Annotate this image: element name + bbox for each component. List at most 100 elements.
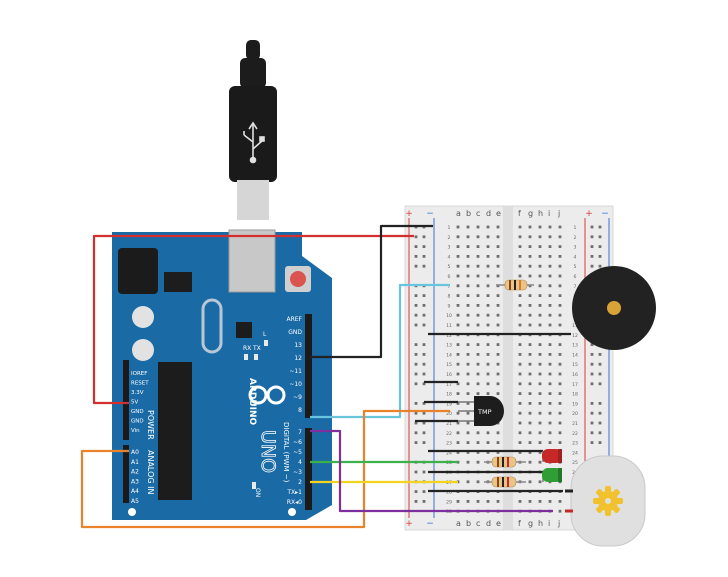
- breadboard-hole[interactable]: [466, 392, 470, 395]
- breadboard-hole[interactable]: [496, 392, 500, 395]
- breadboard-hole[interactable]: [518, 313, 522, 317]
- breadboard-hole[interactable]: [528, 255, 532, 258]
- rail-hole[interactable]: [590, 431, 594, 435]
- rail-hole[interactable]: [590, 353, 594, 356]
- breadboard-hole[interactable]: [466, 402, 470, 405]
- breadboard-hole[interactable]: [466, 235, 470, 239]
- breadboard-hole[interactable]: [528, 451, 532, 454]
- breadboard-hole[interactable]: [476, 451, 480, 454]
- led-red[interactable]: [542, 449, 562, 463]
- breadboard-hole[interactable]: [486, 431, 490, 435]
- rail-hole[interactable]: [422, 402, 426, 405]
- breadboard-hole[interactable]: [528, 225, 532, 229]
- usb-cable[interactable]: [229, 40, 277, 220]
- breadboard-hole[interactable]: [538, 500, 542, 503]
- breadboard-hole[interactable]: [558, 245, 562, 248]
- rail-hole[interactable]: [414, 411, 418, 415]
- breadboard-hole[interactable]: [548, 343, 552, 346]
- breadboard-hole[interactable]: [466, 480, 470, 484]
- breadboard-hole[interactable]: [496, 372, 500, 376]
- breadboard-hole[interactable]: [558, 323, 562, 327]
- breadboard-hole[interactable]: [558, 362, 562, 366]
- breadboard-hole[interactable]: [456, 255, 460, 258]
- breadboard-hole[interactable]: [538, 460, 542, 464]
- breadboard-hole[interactable]: [456, 294, 460, 297]
- rail-hole[interactable]: [414, 343, 418, 346]
- breadboard-hole[interactable]: [558, 441, 562, 444]
- breadboard-hole[interactable]: [558, 255, 562, 258]
- rail-hole[interactable]: [414, 362, 418, 366]
- breadboard-hole[interactable]: [528, 304, 532, 307]
- breadboard-hole[interactable]: [476, 245, 480, 248]
- rail-hole[interactable]: [590, 245, 594, 248]
- breadboard-hole[interactable]: [518, 411, 522, 415]
- rail-hole[interactable]: [414, 382, 418, 386]
- breadboard-hole[interactable]: [476, 441, 480, 444]
- breadboard-hole[interactable]: [476, 284, 480, 288]
- rail-hole[interactable]: [414, 304, 418, 307]
- breadboard-hole[interactable]: [456, 500, 460, 503]
- breadboard-hole[interactable]: [476, 304, 480, 307]
- breadboard-hole[interactable]: [538, 362, 542, 366]
- breadboard-hole[interactable]: [486, 294, 490, 297]
- rail-hole[interactable]: [598, 411, 602, 415]
- breadboard-hole[interactable]: [476, 313, 480, 317]
- breadboard-hole[interactable]: [466, 421, 470, 425]
- breadboard-hole[interactable]: [496, 235, 500, 239]
- rail-hole[interactable]: [422, 235, 426, 239]
- rail-hole[interactable]: [414, 294, 418, 297]
- breadboard-hole[interactable]: [538, 245, 542, 248]
- breadboard-hole[interactable]: [486, 362, 490, 366]
- breadboard-hole[interactable]: [496, 382, 500, 386]
- breadboard-hole[interactable]: [476, 500, 480, 503]
- breadboard-hole[interactable]: [538, 353, 542, 356]
- wire-gnd-black[interactable]: [310, 224, 433, 359]
- breadboard-hole[interactable]: [486, 500, 490, 503]
- breadboard-hole[interactable]: [538, 382, 542, 386]
- breadboard-hole[interactable]: [538, 372, 542, 376]
- breadboard-hole[interactable]: [538, 235, 542, 239]
- breadboard-hole[interactable]: [518, 274, 522, 278]
- wire-5v-red[interactable]: [92, 234, 414, 405]
- breadboard-hole[interactable]: [518, 441, 522, 444]
- breadboard-hole[interactable]: [518, 353, 522, 356]
- breadboard-hole[interactable]: [518, 421, 522, 425]
- breadboard-hole[interactable]: [538, 274, 542, 278]
- breadboard-hole[interactable]: [528, 441, 532, 444]
- resistor-3[interactable]: [484, 476, 526, 488]
- breadboard-hole[interactable]: [538, 451, 542, 454]
- breadboard-hole[interactable]: [456, 323, 460, 327]
- breadboard-hole[interactable]: [558, 225, 562, 229]
- rail-hole[interactable]: [414, 235, 418, 239]
- rail-hole[interactable]: [590, 255, 594, 258]
- breadboard-hole[interactable]: [496, 255, 500, 258]
- breadboard-hole[interactable]: [456, 274, 460, 278]
- breadboard-hole[interactable]: [466, 411, 470, 415]
- breadboard-hole[interactable]: [466, 460, 470, 464]
- breadboard-hole[interactable]: [486, 225, 490, 229]
- breadboard-hole[interactable]: [466, 304, 470, 307]
- rail-hole[interactable]: [598, 402, 602, 405]
- breadboard-hole[interactable]: [538, 431, 542, 435]
- rail-hole[interactable]: [422, 372, 426, 376]
- breadboard-hole[interactable]: [528, 323, 532, 327]
- rail-hole[interactable]: [414, 323, 418, 327]
- breadboard-hole[interactable]: [466, 353, 470, 356]
- breadboard-hole[interactable]: [496, 431, 500, 435]
- breadboard-hole[interactable]: [528, 460, 532, 464]
- rail-hole[interactable]: [414, 490, 418, 493]
- breadboard-hole[interactable]: [548, 284, 552, 288]
- rail-hole[interactable]: [414, 500, 418, 503]
- rail-hole[interactable]: [422, 294, 426, 297]
- rail-hole[interactable]: [422, 411, 426, 415]
- rail-hole[interactable]: [422, 245, 426, 248]
- rail-hole[interactable]: [414, 255, 418, 258]
- rail-hole[interactable]: [598, 255, 602, 258]
- piezo-buzzer-icon[interactable]: [572, 266, 656, 350]
- wire-pin8-cyan[interactable]: [310, 283, 450, 419]
- rail-hole[interactable]: [422, 362, 426, 366]
- breadboard-hole[interactable]: [518, 402, 522, 405]
- rail-hole[interactable]: [414, 353, 418, 356]
- breadboard-hole[interactable]: [456, 362, 460, 366]
- breadboard-hole[interactable]: [456, 372, 460, 376]
